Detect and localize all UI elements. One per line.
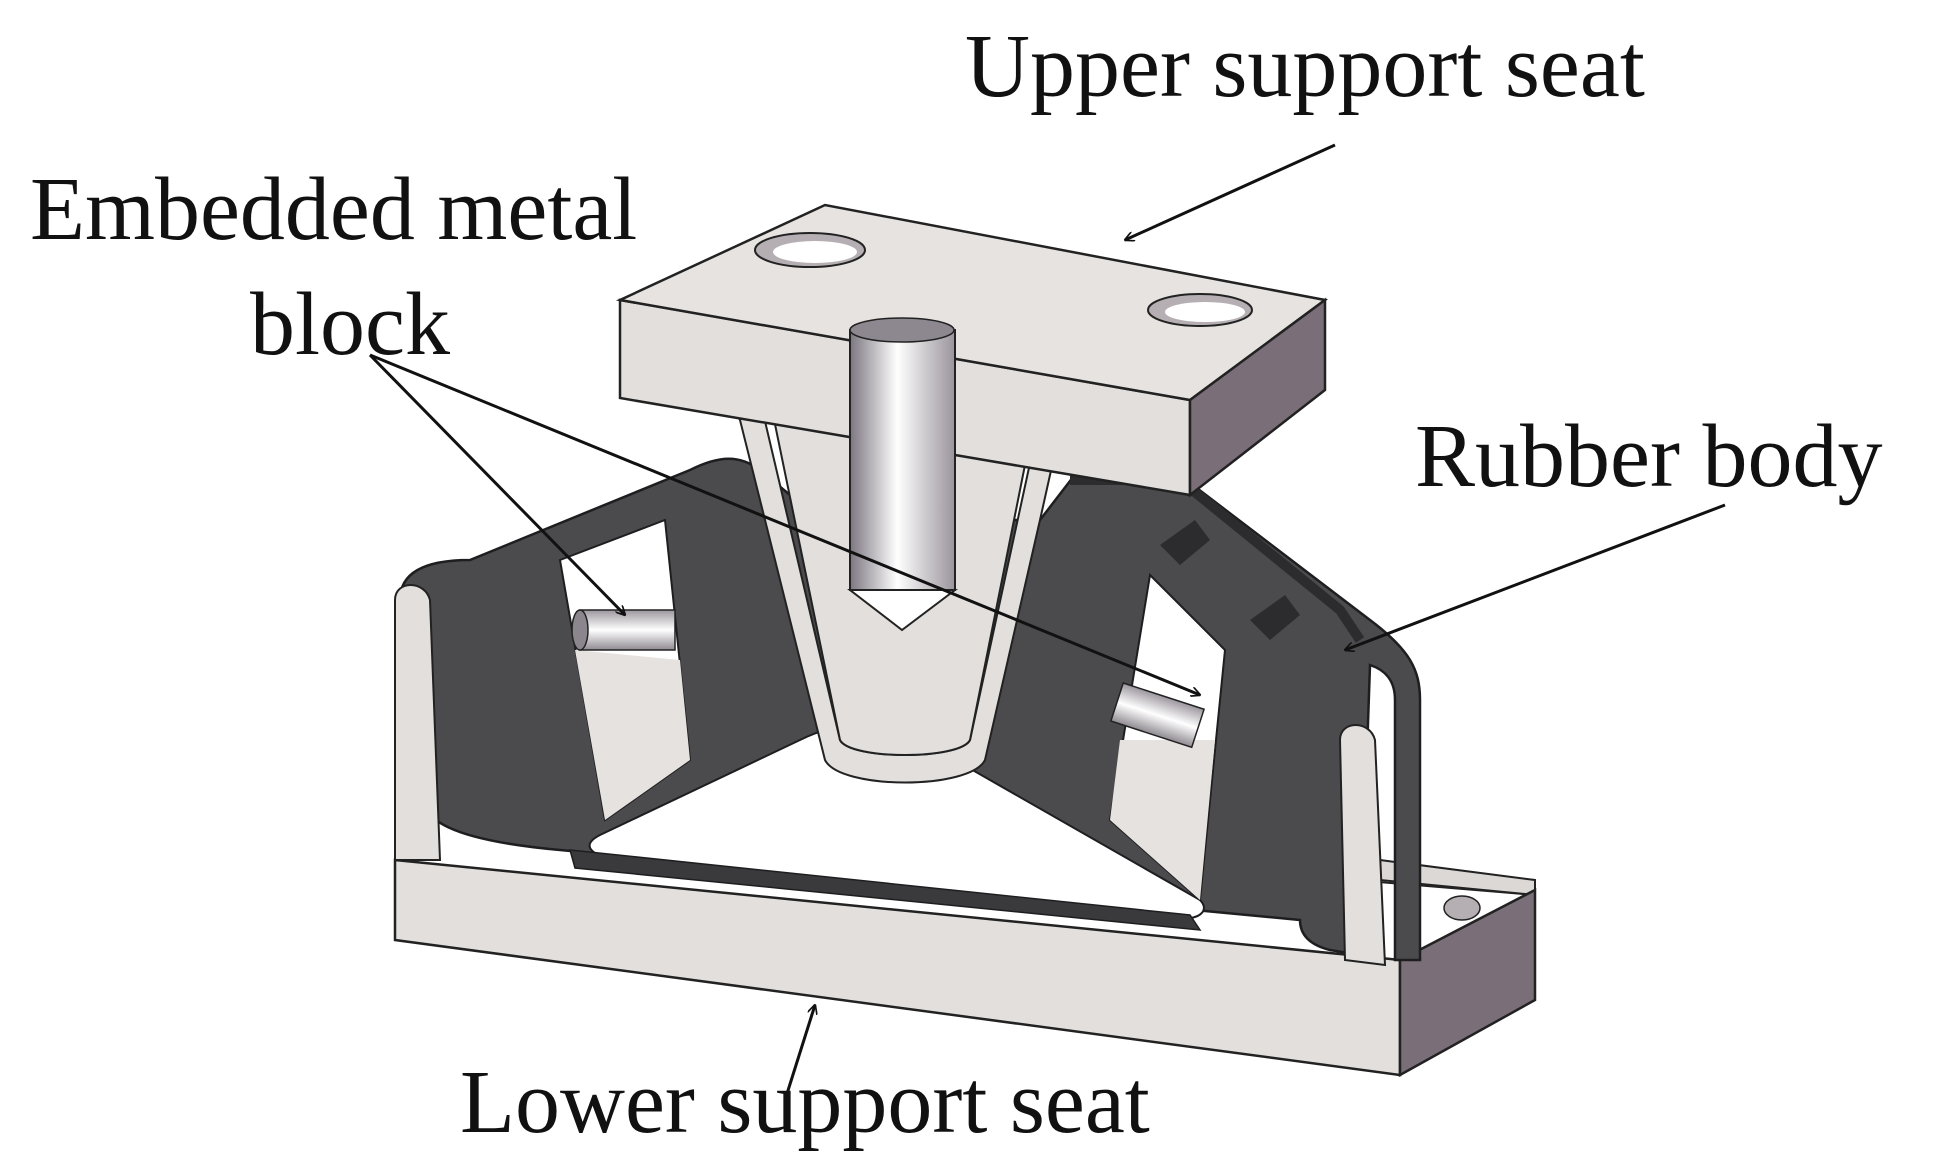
- label-embedded-metal-block-line1: Embedded metal: [30, 160, 638, 259]
- embedded-pin-right: [1109, 682, 1206, 749]
- label-upper-support-seat: Upper support seat: [965, 17, 1645, 116]
- lower-seat-walls: [394, 584, 1387, 967]
- upper-seat-bore-top: [849, 317, 955, 343]
- lower-seat-wall-right: [1338, 724, 1387, 967]
- upper-support-seat: [615, 203, 1329, 784]
- upper-seat-bore-tip: [847, 589, 958, 632]
- embedded-metal-pins: [571, 609, 1206, 749]
- rubber-window-right-shade: [1110, 740, 1215, 900]
- label-embedded-metal-block-line2: block: [250, 275, 450, 374]
- lower-seat-hole: [1443, 895, 1481, 921]
- arrow-lower-support-seat: [783, 1005, 815, 1101]
- rubber-window-left-shade: [575, 650, 690, 820]
- rubber-cavity-floor: [568, 849, 1202, 931]
- lower-seat-side: [1398, 887, 1537, 1078]
- leader-arrows: [368, 143, 1726, 1101]
- upper-seat-hole-right-inner: [1165, 302, 1245, 322]
- rubber-ridge-notch-2: [1250, 595, 1300, 640]
- embedded-pin-left: [579, 609, 676, 651]
- arrow-upper-support-seat: [1125, 143, 1336, 240]
- arrow-rubber-body: [1345, 503, 1726, 650]
- label-rubber-body: Rubber body: [1415, 407, 1883, 506]
- label-lower-support-seat: Lower support seat: [460, 1053, 1150, 1152]
- upper-seat-bore: [849, 329, 956, 591]
- arrow-embedded-block-right: [369, 353, 1200, 695]
- arrow-embedded-block-left: [368, 353, 625, 615]
- rubber-ridge-notch-1: [1160, 520, 1210, 565]
- embedded-pin-left-end: [571, 609, 589, 651]
- upper-seat-flange-side: [1188, 297, 1327, 498]
- upper-seat-hole-left-inner: [773, 241, 857, 263]
- lower-seat-wall-left: [394, 584, 442, 861]
